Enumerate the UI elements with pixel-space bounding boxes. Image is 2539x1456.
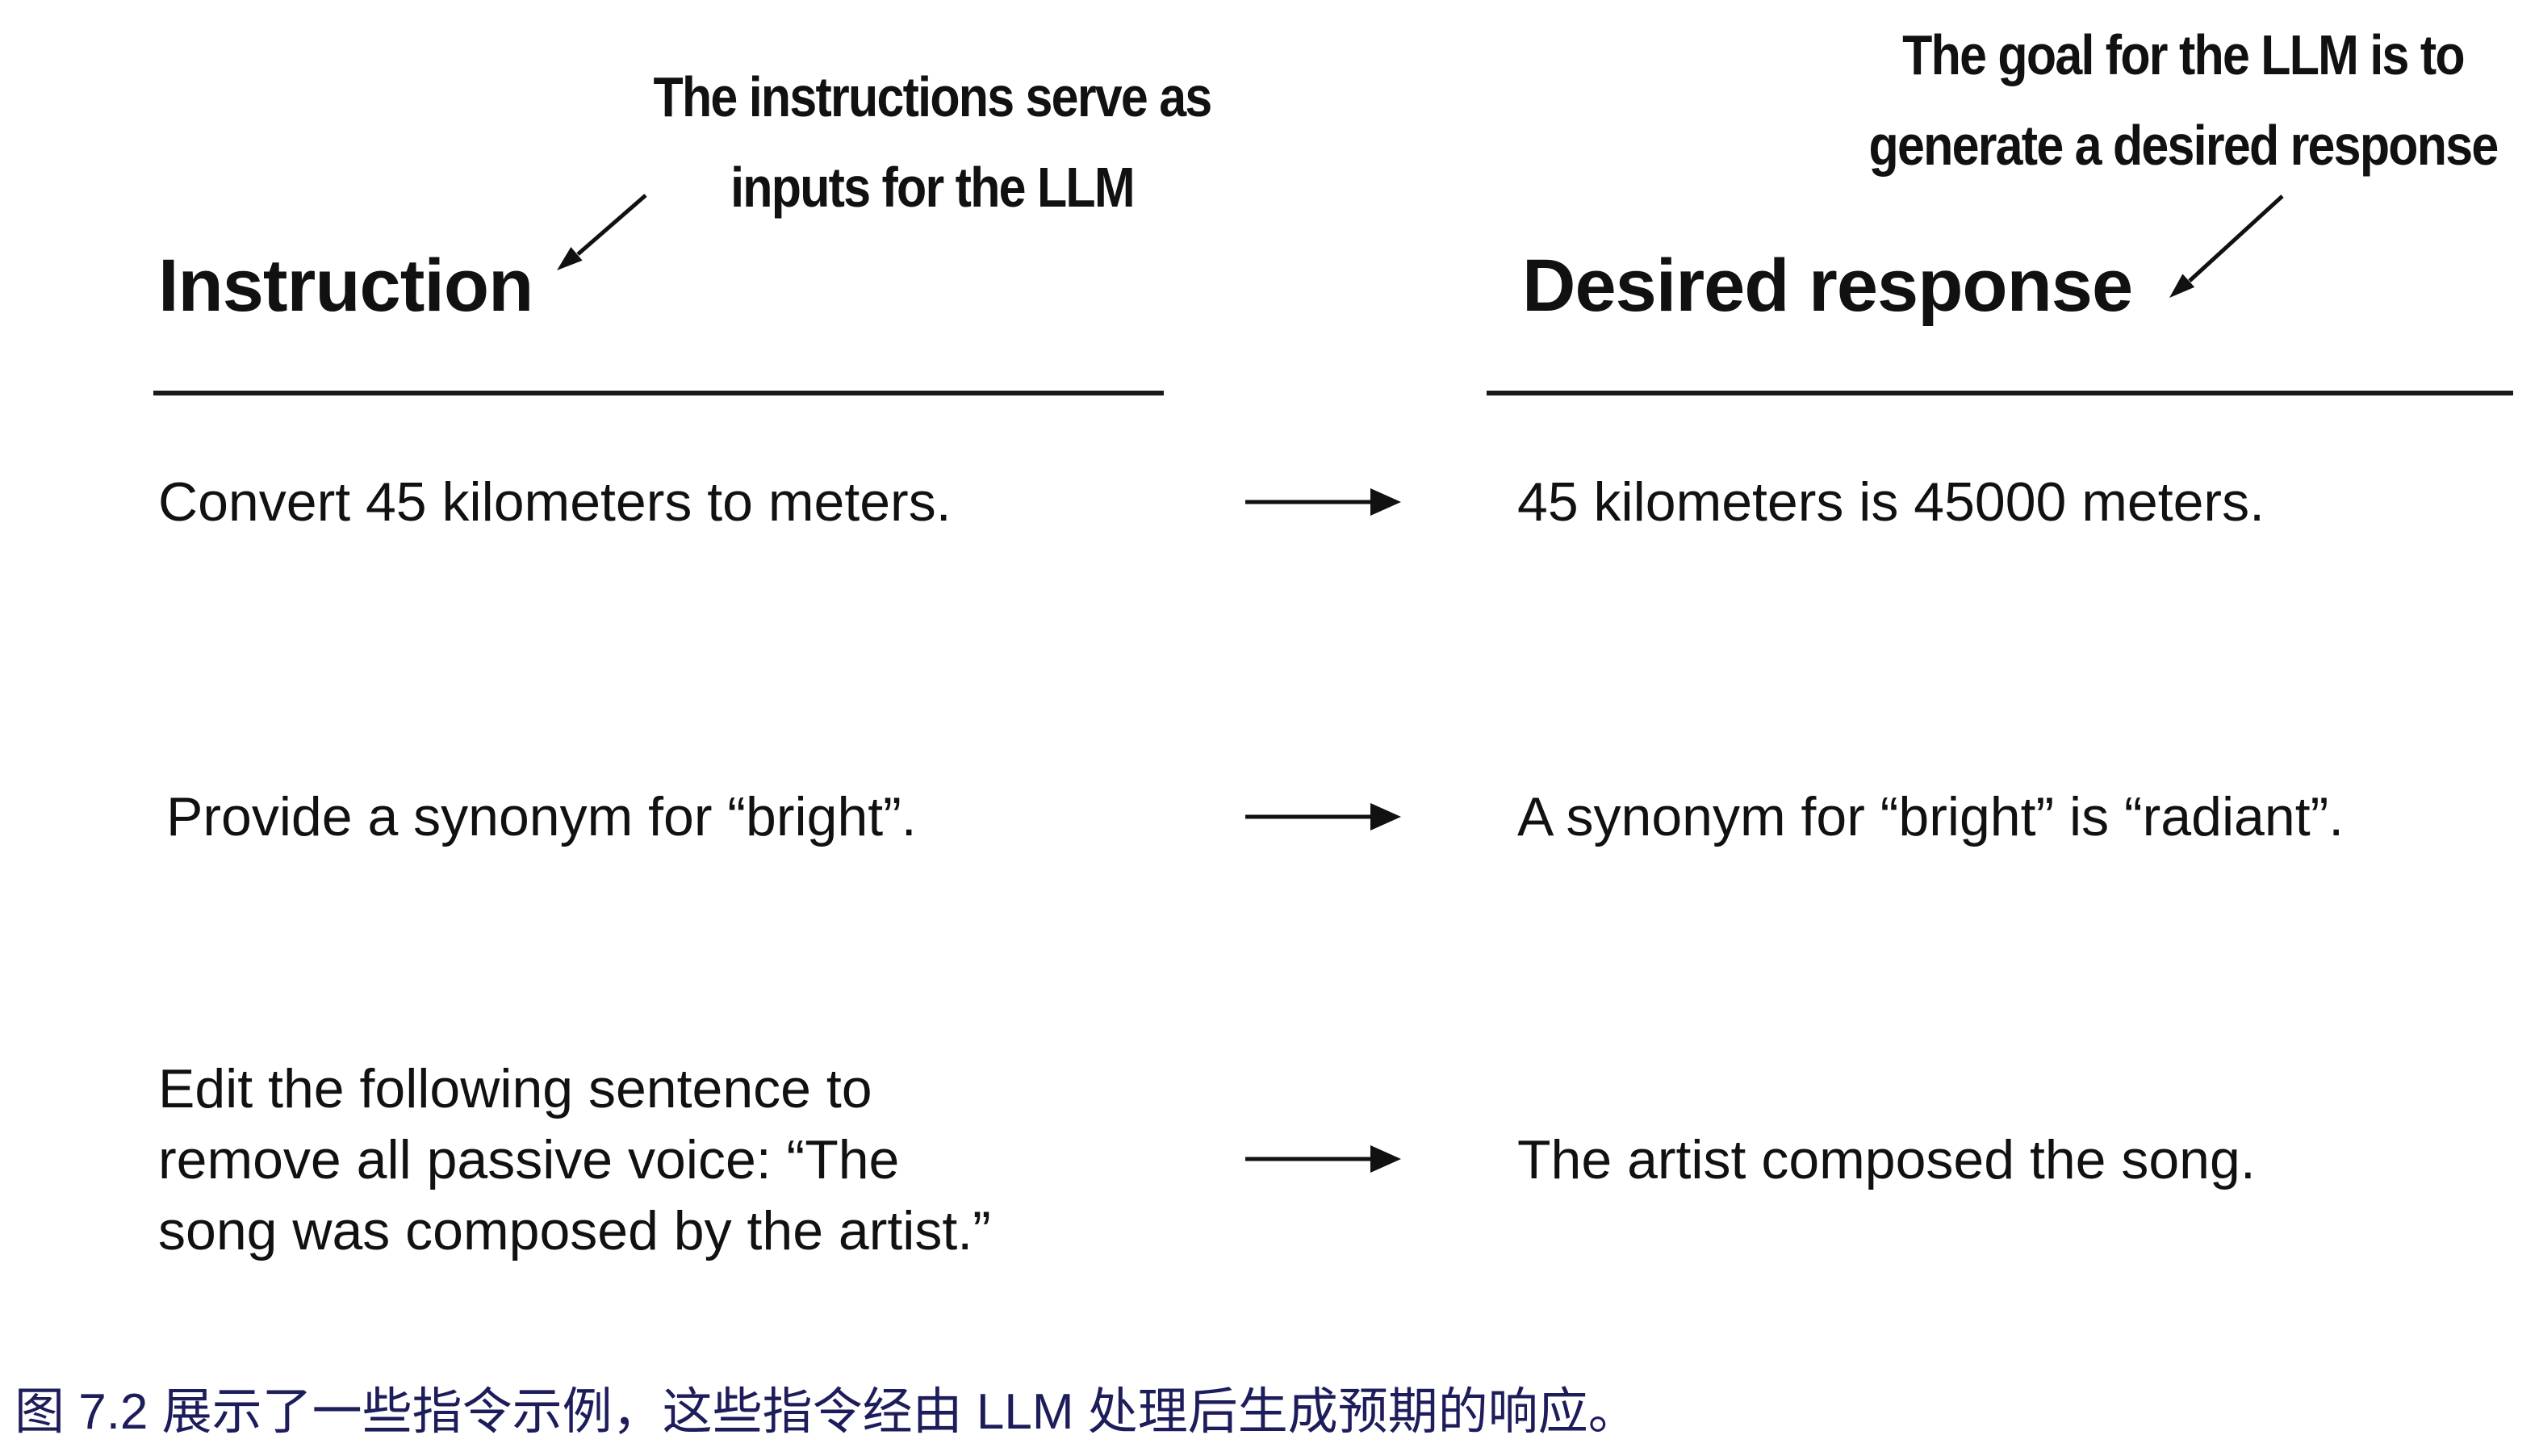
column-header-desired-response: Desired response [1522, 245, 2133, 327]
response-text-row3: The artist composed the song. [1517, 1129, 2256, 1190]
right-arrow-icon-row2 [1245, 803, 1401, 831]
instruction-text-row2: Provide a synonym for “bright”. [166, 786, 917, 847]
desired-response-header-rule [1487, 391, 2513, 395]
instruction-text-row3: Edit the following sentence to remove al… [158, 1058, 991, 1261]
right-arrow-icon-row3 [1245, 1145, 1401, 1173]
column-header-instruction: Instruction [158, 245, 533, 327]
annotation-right-line1: The goal for the LLM is to [1902, 23, 2465, 86]
annotation-right: The goal for the LLM is to generate a de… [1829, 10, 2538, 190]
annotation-left: The instructions serve as inputs for the… [578, 52, 1287, 232]
response-text-row2: A synonym for “bright” is “radiant”. [1517, 786, 2344, 847]
annotation-left-line1: The instructions serve as [653, 65, 1213, 128]
instruction-text-row1: Convert 45 kilometers to meters. [158, 471, 952, 533]
annotation-left-line2: inputs for the LLM [730, 156, 1136, 219]
instruction-header-rule [153, 391, 1164, 395]
response-text-row1: 45 kilometers is 45000 meters. [1517, 471, 2265, 533]
figure-caption: 图 7.2 展示了一些指令示例，这些指令经由 LLM 处理后生成预期的响应。 [15, 1384, 1638, 1440]
annotation-right-line2: generate a desired response [1868, 114, 2499, 177]
annotation-arrow-right-icon [2169, 195, 2284, 298]
right-arrow-icon-row1 [1245, 488, 1401, 516]
annotation-arrow-left-icon [557, 194, 647, 270]
